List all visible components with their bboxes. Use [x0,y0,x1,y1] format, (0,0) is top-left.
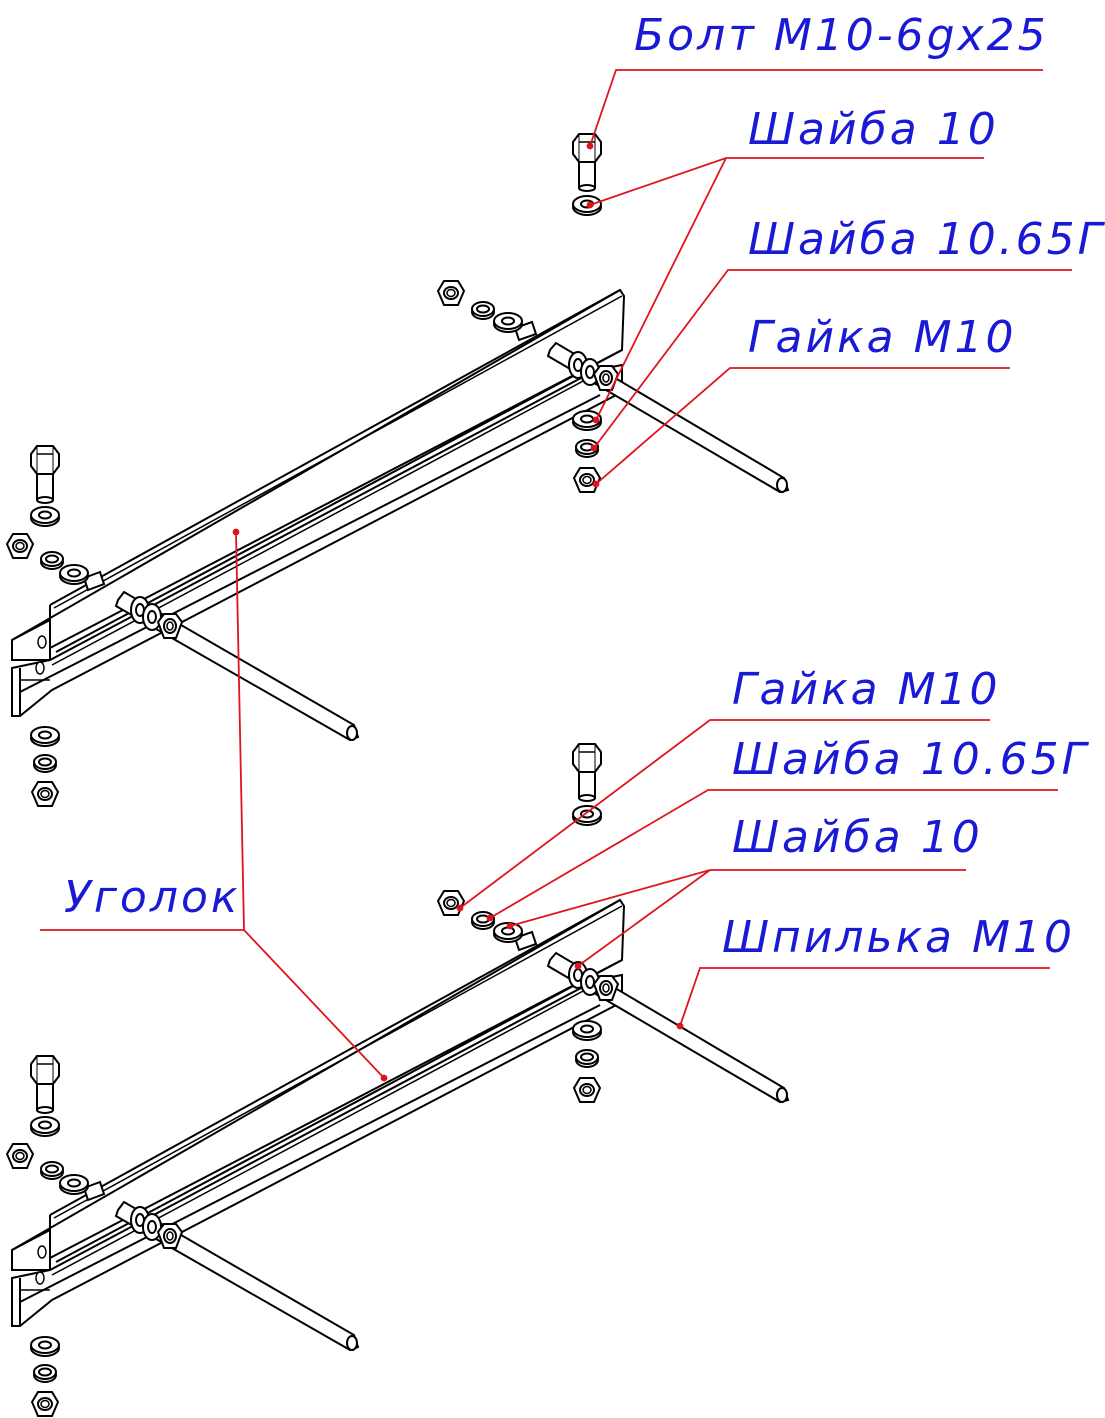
assembly-diagram: Болт М10-6gх25 Шайба 10 Шайба 10.65Г Гай… [0,10,1103,1418]
label-nut-bottom: Гайка М10 [732,664,1001,715]
label-bolt-top: Болт М10-6gх25 [634,10,1049,61]
assembly-drawing [0,69,1072,1418]
label-washer-bottom: Шайба 10 [732,812,983,863]
label-washer-top: Шайба 10 [748,104,999,155]
upper-assembly [7,134,788,806]
label-nut-top: Гайка М10 [748,312,1017,363]
label-spring-washer-top: Шайба 10.65Г [748,214,1105,265]
label-stud: Шпилька М10 [722,912,1075,963]
lower-assembly [7,744,788,1416]
leader-lines [40,69,1072,1082]
label-spring-washer-bottom: Шайба 10.65Г [732,734,1090,785]
label-angle: Уголок [64,872,241,923]
